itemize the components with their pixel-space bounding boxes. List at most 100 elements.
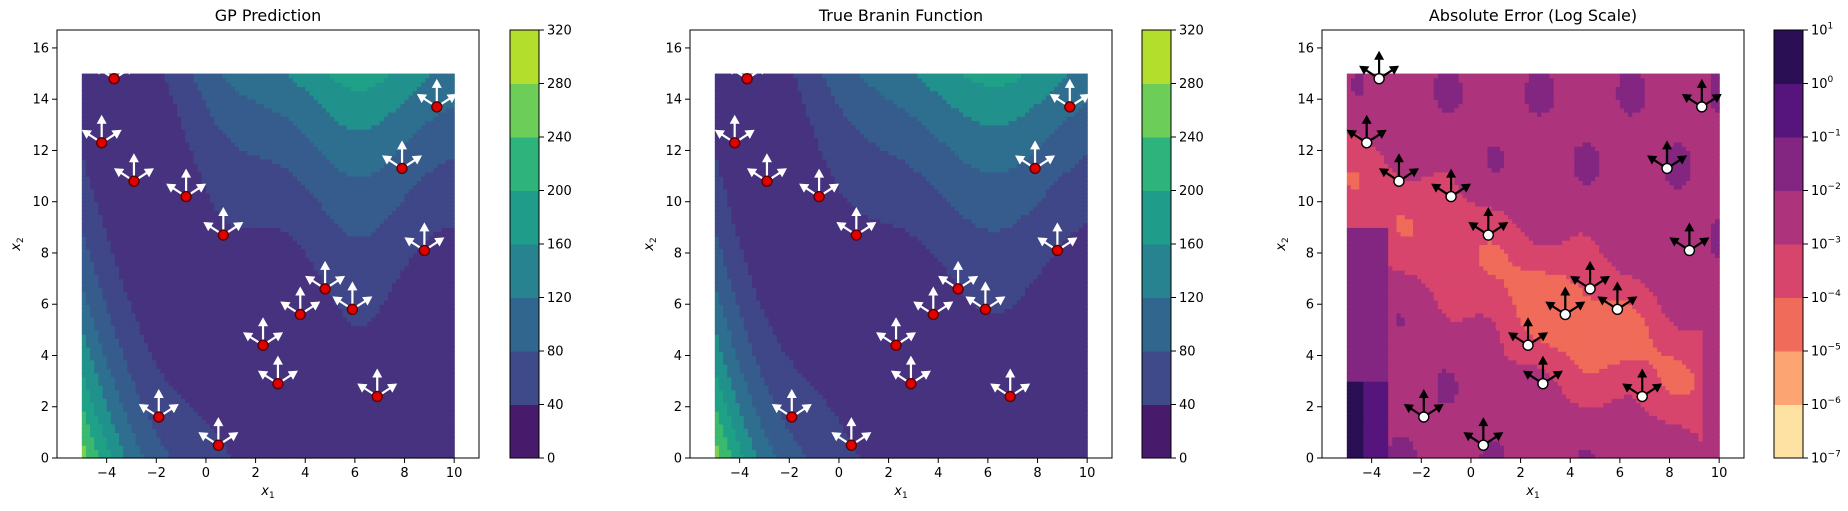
x-axis-label: x1 (893, 484, 907, 501)
colorbar-band (1774, 351, 1803, 405)
colorbar-tick-label: 280 (547, 77, 572, 92)
colorbar-tick-label: 10−6 (1811, 396, 1841, 413)
y-tick-label: 16 (665, 41, 682, 56)
colorbar-band (1142, 244, 1171, 298)
colorbar-band (1774, 191, 1803, 245)
colorbar-tick-label: 80 (1179, 345, 1196, 360)
colorbar-band (1774, 405, 1803, 459)
x-tick-label: 8 (400, 466, 408, 481)
colorbar-band (1142, 351, 1171, 405)
colorbar-band (1774, 244, 1803, 298)
y-tick-label: 0 (1306, 452, 1314, 467)
colorbar-band (510, 191, 539, 245)
x-tick-label: 6 (984, 466, 992, 481)
y-tick-label: 2 (41, 400, 49, 415)
x-tick-label: −4 (97, 466, 116, 481)
colorbar-band (1142, 405, 1171, 459)
colorbar-tick-label: 0 (547, 452, 555, 467)
colorbar-band (510, 298, 539, 352)
x-tick-label: −2 (780, 466, 799, 481)
colorbar-band (510, 137, 539, 191)
y-tick-label: 2 (1306, 400, 1314, 415)
x-tick-label: −2 (147, 466, 166, 481)
colorbar-tick-label: 80 (547, 345, 564, 360)
y-tick-label: 0 (41, 452, 49, 467)
x-tick-label: −2 (1412, 466, 1431, 481)
colorbar-tick-label: 101 (1811, 22, 1833, 39)
colorbar-tick-label: 240 (1179, 131, 1204, 146)
colorbar-band (1774, 84, 1803, 138)
colorbar-tick-label: 10−5 (1811, 343, 1841, 360)
x-tick-label: 4 (301, 466, 309, 481)
x-axis-label: x1 (1525, 484, 1539, 501)
x-tick-label: 10 (1711, 466, 1728, 481)
y-tick-label: 14 (32, 93, 49, 108)
y-axis-label: x2 (642, 237, 659, 251)
colorbar-tick-label: 280 (1179, 77, 1204, 92)
x-tick-label: 6 (1616, 466, 1624, 481)
colorbar-band (510, 244, 539, 298)
y-tick-label: 6 (674, 298, 682, 313)
colorbar-band (1774, 137, 1803, 191)
y-axis-label: x2 (9, 237, 26, 251)
colorbar-tick-label: 240 (547, 131, 572, 146)
colorbar-band (510, 405, 539, 459)
x-tick-label: 0 (1467, 466, 1475, 481)
contour-field (715, 74, 1088, 459)
x-tick-label: 10 (1079, 466, 1096, 481)
colorbar-tick-label: 10−3 (1811, 236, 1841, 253)
x-tick-label: 8 (1665, 466, 1673, 481)
colorbar-band (1142, 30, 1171, 84)
y-tick-label: 2 (674, 400, 682, 415)
x-tick-label: 10 (446, 466, 463, 481)
colorbar-tick-label: 200 (1179, 184, 1204, 199)
y-tick-label: 6 (41, 298, 49, 313)
y-tick-label: 0 (674, 452, 682, 467)
colorbar-tick-label: 10−1 (1811, 129, 1841, 146)
chart-title: True Branin Function (818, 6, 983, 25)
colorbar-tick-label: 10−4 (1811, 289, 1841, 306)
y-tick-label: 14 (1297, 93, 1314, 108)
y-tick-label: 8 (1306, 246, 1314, 261)
y-tick-label: 6 (1306, 298, 1314, 313)
y-tick-label: 16 (1297, 41, 1314, 56)
x-tick-label: 0 (202, 466, 210, 481)
colorbar-tick-label: 320 (547, 24, 572, 39)
y-tick-label: 4 (1306, 349, 1314, 364)
y-tick-label: 14 (665, 93, 682, 108)
x-tick-label: 6 (351, 466, 359, 481)
colorbar-tick-label: 10−2 (1811, 182, 1841, 199)
colorbar-tick-label: 40 (1179, 398, 1196, 413)
y-tick-label: 10 (665, 195, 682, 210)
y-tick-label: 10 (32, 195, 49, 210)
x-tick-label: 4 (1566, 466, 1574, 481)
contour-field (82, 74, 455, 459)
colorbar-tick-label: 120 (547, 291, 572, 306)
colorbar-tick-label: 200 (547, 184, 572, 199)
colorbar-band (510, 351, 539, 405)
y-tick-label: 8 (674, 246, 682, 261)
y-tick-label: 12 (32, 144, 49, 159)
y-tick-label: 12 (665, 144, 682, 159)
colorbar-tick-label: 160 (1179, 238, 1204, 253)
colorbar-band (1142, 191, 1171, 245)
y-axis-label: x2 (1274, 237, 1291, 251)
colorbar-band (1142, 84, 1171, 138)
colorbar-band (1142, 137, 1171, 191)
colorbar-tick-label: 160 (547, 238, 572, 253)
chart-title: GP Prediction (215, 6, 322, 25)
contour-field (1347, 74, 1720, 459)
colorbar-band (1142, 298, 1171, 352)
colorbar-tick-label: 320 (1179, 24, 1204, 39)
x-tick-label: 2 (1516, 466, 1524, 481)
colorbar-tick-label: 10−7 (1811, 450, 1841, 467)
chart-title: Absolute Error (Log Scale) (1429, 6, 1637, 25)
colorbar-band (1774, 30, 1803, 84)
y-tick-label: 4 (41, 349, 49, 364)
x-tick-label: −4 (730, 466, 749, 481)
